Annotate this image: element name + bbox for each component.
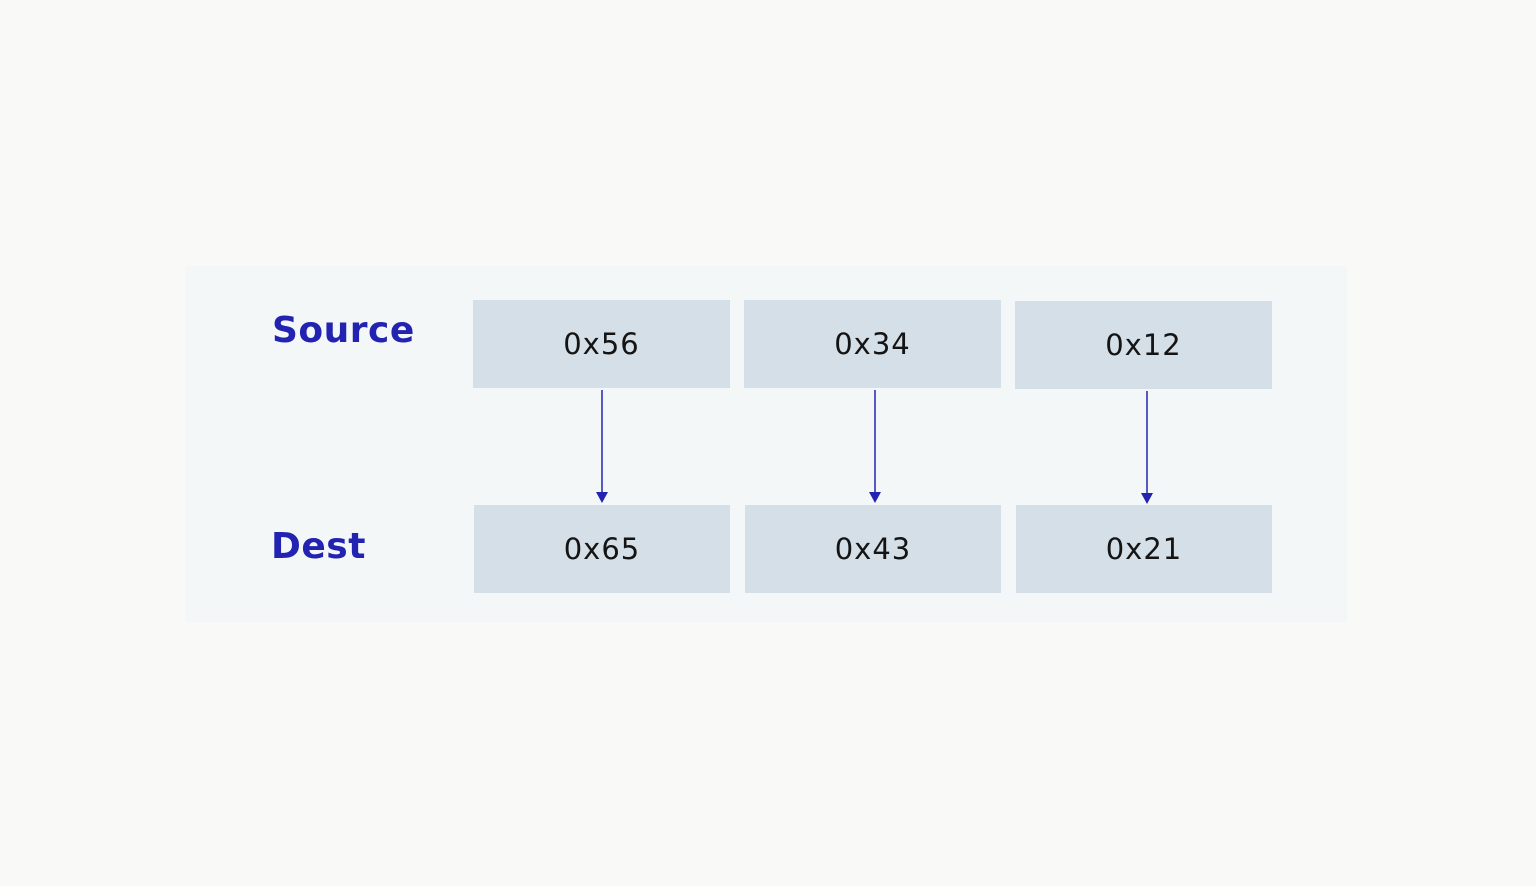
dest-label: Dest bbox=[271, 526, 366, 567]
source-cell-2: 0x12 bbox=[1015, 301, 1272, 389]
source-cell-1: 0x34 bbox=[744, 300, 1001, 388]
dest-cell-0: 0x65 bbox=[474, 505, 730, 593]
source-label: Source bbox=[272, 310, 415, 351]
source-cell-0: 0x56 bbox=[473, 300, 730, 388]
dest-cell-1: 0x43 bbox=[745, 505, 1001, 593]
dest-cell-2: 0x21 bbox=[1016, 505, 1272, 593]
